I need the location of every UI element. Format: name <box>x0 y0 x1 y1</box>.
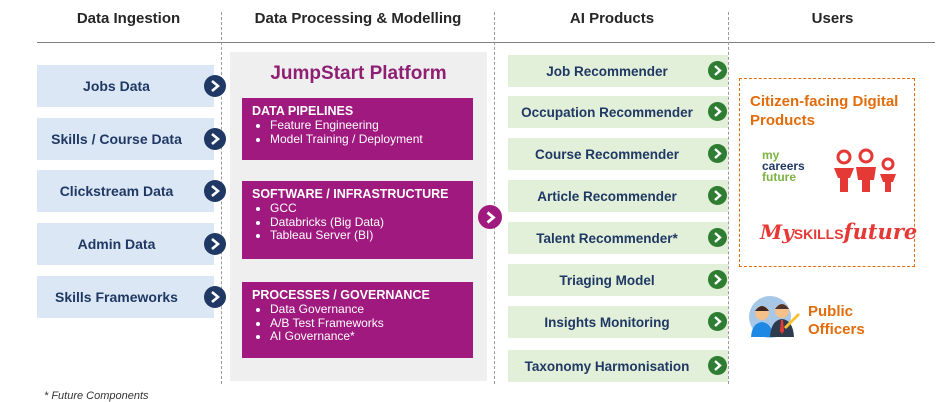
section-item: A/B Test Frameworks <box>270 316 463 331</box>
logo-text: careers <box>762 159 805 173</box>
mycareersfuture-logo: my careers future <box>762 148 822 184</box>
logo-text: future <box>762 170 796 184</box>
family-icon <box>834 148 896 192</box>
ingestion-item-skills-course: Skills / Course Data <box>37 118 214 160</box>
section-title: SOFTWARE / INFRASTRUCTURE <box>252 187 449 201</box>
ingestion-label: Admin Data <box>77 236 156 252</box>
product-label: Article Recommender <box>537 188 677 204</box>
section-title: PROCESSES / GOVERNANCE <box>252 288 430 302</box>
section-item: Data Governance <box>270 302 463 317</box>
ingestion-item-admin: Admin Data <box>37 223 214 265</box>
header-data-ingestion: Data Ingestion <box>76 10 181 27</box>
product-insights-monitoring: Insights Monitoring <box>508 306 728 338</box>
chevron-right-icon <box>708 228 727 247</box>
header-users: Users <box>811 10 854 27</box>
product-label: Talent Recommender* <box>536 230 678 246</box>
chevron-right-icon <box>708 312 727 331</box>
ingestion-label: Skills Frameworks <box>55 289 178 305</box>
platform-title: JumpStart Platform <box>270 63 447 84</box>
ingestion-label: Jobs Data <box>83 78 150 94</box>
product-label: Course Recommender <box>534 146 680 162</box>
platform-section-software-infrastructure: SOFTWARE / INFRASTRUCTURE GCC Databricks… <box>242 181 473 259</box>
chevron-right-icon <box>708 144 727 163</box>
chevron-right-icon <box>204 128 226 150</box>
product-article-recommender: Article Recommender <box>508 180 728 212</box>
public-officers-label: Public Officers <box>808 303 865 338</box>
footnote: * Future Components <box>44 390 149 402</box>
section-item: Model Training / Deployment <box>270 132 463 147</box>
product-taxonomy-harmonisation: Taxonomy Harmonisation <box>508 350 728 382</box>
ingestion-item-clickstream: Clickstream Data <box>37 170 214 212</box>
chevron-right-icon <box>204 286 226 308</box>
section-title: DATA PIPELINES <box>252 104 354 118</box>
logo-text: My <box>760 220 794 244</box>
public-officers-icon <box>749 296 800 338</box>
section-item: Feature Engineering <box>270 118 463 133</box>
logo-text: future <box>843 219 918 244</box>
section-item: Tableau Server (BI) <box>270 228 463 243</box>
ingestion-label: Skills / Course Data <box>51 131 182 147</box>
logo-text: my <box>762 148 780 162</box>
header-ai-products: AI Products <box>569 10 655 27</box>
myskillsfuture-logo: MySKILLSfuture <box>760 219 917 244</box>
chevron-right-icon <box>708 270 727 289</box>
column-divider <box>728 12 729 384</box>
logo-text: SKILLS <box>793 226 844 242</box>
product-talent-recommender: Talent Recommender* <box>508 222 728 254</box>
product-triaging-model: Triaging Model <box>508 264 728 296</box>
product-course-recommender: Course Recommender <box>508 138 728 170</box>
column-divider <box>494 12 495 384</box>
product-label: Triaging Model <box>559 272 655 288</box>
product-job-recommender: Job Recommender <box>508 55 728 87</box>
product-label: Occupation Recommender <box>521 104 693 120</box>
section-item: Databricks (Big Data) <box>270 215 463 230</box>
product-label: Job Recommender <box>546 63 668 79</box>
citizen-products-title: Citizen-facing Digital Products <box>750 93 899 129</box>
header-divider <box>37 42 935 43</box>
ingestion-item-skills-frameworks: Skills Frameworks <box>37 276 214 318</box>
product-label: Taxonomy Harmonisation <box>524 358 690 374</box>
product-label: Insights Monitoring <box>544 314 670 330</box>
chevron-right-icon <box>708 102 727 121</box>
platform-section-data-pipelines: DATA PIPELINES Feature Engineering Model… <box>242 98 473 160</box>
chevron-right-icon <box>204 233 226 255</box>
chevron-right-icon <box>708 61 727 80</box>
section-item: AI Governance* <box>270 329 463 344</box>
chevron-right-icon <box>708 186 727 205</box>
chevron-right-icon <box>708 356 727 375</box>
platform-section-processes-governance: PROCESSES / GOVERNANCE Data Governance A… <box>242 282 473 358</box>
chevron-right-icon <box>204 75 226 97</box>
header-data-processing: Data Processing & Modelling <box>254 10 462 27</box>
citizen-products-panel <box>739 78 915 267</box>
chevron-right-icon <box>204 180 226 202</box>
section-item: GCC <box>270 201 463 216</box>
chevron-right-icon <box>478 205 502 229</box>
product-occupation-recommender: Occupation Recommender <box>508 96 728 128</box>
ingestion-label: Clickstream Data <box>59 183 174 199</box>
ingestion-item-jobs: Jobs Data <box>37 65 214 107</box>
